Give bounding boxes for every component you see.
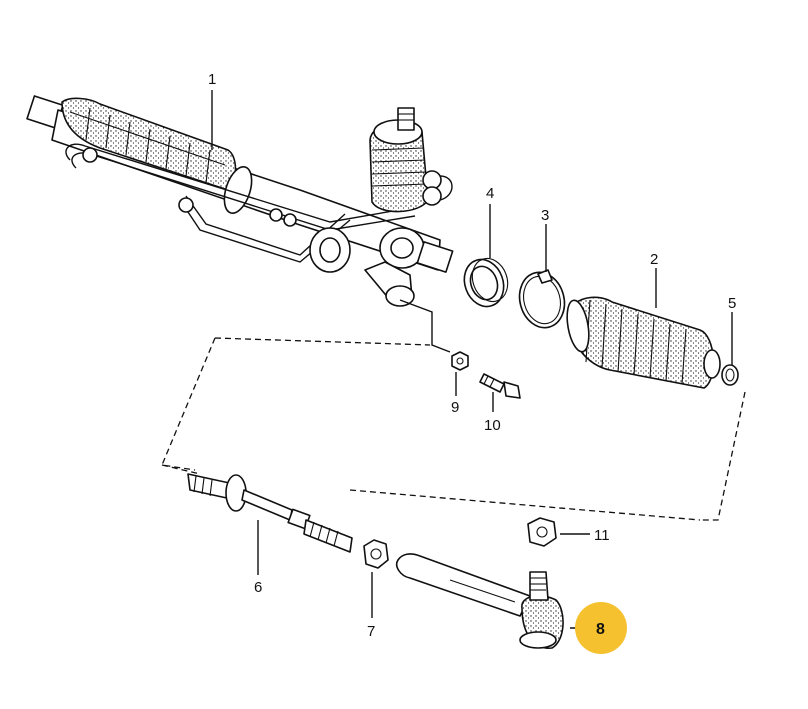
clamp-band[interactable]: [514, 267, 571, 332]
callout-7: 7: [367, 623, 375, 640]
assembly-outline-lower: [161, 464, 701, 521]
small-clamp[interactable]: [721, 364, 739, 386]
callout-4: 4: [486, 185, 494, 202]
callout-1: 1: [208, 71, 216, 88]
callout-3: 3: [541, 207, 549, 224]
callout-8[interactable]: 8: [596, 621, 605, 638]
ring-part[interactable]: [458, 254, 514, 313]
leader-lines: [211, 90, 733, 629]
tie-rod-end[interactable]: [395, 553, 564, 649]
inner-tie-rod[interactable]: [187, 473, 353, 553]
mounting-bolt[interactable]: [479, 373, 521, 399]
lock-nut[interactable]: [363, 539, 389, 569]
assembly-outline: [161, 337, 746, 521]
bellows-boot[interactable]: [564, 296, 721, 389]
callout-2: 2: [650, 251, 658, 268]
callout-11: 11: [594, 527, 610, 544]
steering-rack-housing[interactable]: [26, 95, 454, 307]
castle-nut[interactable]: [527, 517, 557, 547]
callout-10: 10: [484, 417, 501, 434]
callout-6: 6: [254, 579, 262, 596]
callout-9: 9: [451, 399, 459, 416]
callout-8-highlight: [575, 602, 627, 654]
callout-5: 5: [728, 295, 736, 312]
small-nut[interactable]: [451, 351, 469, 371]
